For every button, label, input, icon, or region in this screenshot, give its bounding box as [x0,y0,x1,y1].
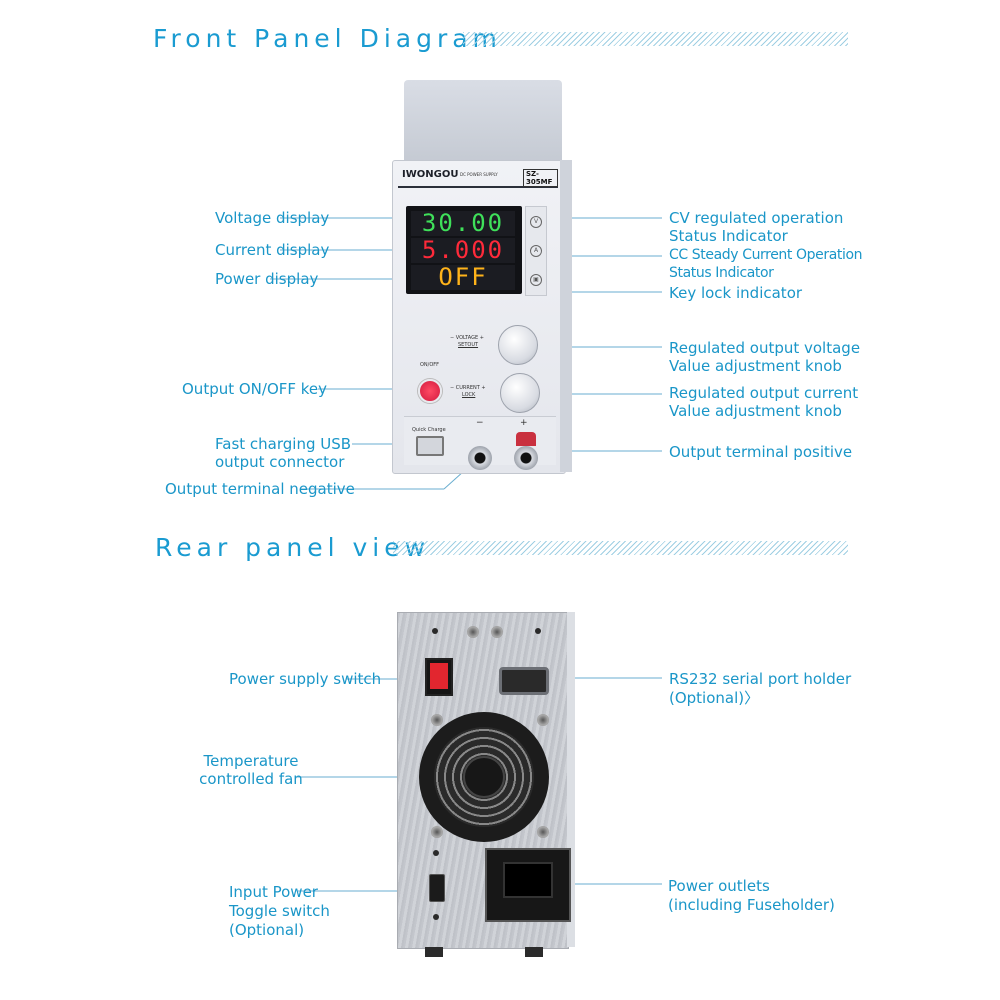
rocker-face [430,663,448,689]
screw-icon [537,826,549,838]
cv-indicator-icon: V [530,216,542,228]
label-key-lock: Key lock indicator [669,284,803,302]
label-current-knob-line2: Value adjustment knob [669,402,842,420]
label-voltage-knob-line2: Value adjustment knob [669,357,842,375]
label-terminal-positive: Output terminal positive [669,443,853,461]
digital-display: 30.00 5.000 OFF [406,206,522,294]
label-power-supply-switch: Power supply switch [229,670,382,688]
screw-icon [467,626,479,638]
label-voltage-knob-line1: Regulated output voltage [669,339,861,357]
label-rs232: RS232 serial port holder (Optional)〉 [669,670,851,708]
brand-subtitle: DC POWER SUPPLY [460,172,498,177]
label-toggle-line3: (Optional) [229,921,305,939]
screw-icon [535,628,541,634]
usb-port[interactable] [416,436,444,456]
screw-icon [431,826,443,838]
label-cc-line2: Status Indicator [669,265,774,281]
label-usb-line2: output connector [215,453,345,471]
title-hatch [463,32,848,46]
rear-panel-title: Rear panel view [155,533,431,562]
voltage-readout: 30.00 [411,211,515,236]
screw-icon [433,850,439,856]
label-current-knob-line1: Regulated output current [669,384,859,402]
label-output-onoff-key: Output ON/OFF key [182,380,328,398]
label-power-outlets: Power outlets (including Fuseholder) [668,877,835,915]
rear-side [567,612,575,947]
label-cv-indicator: CV regulated operation Status Indicator [669,209,843,245]
label-usb-connector: Fast charging USB output connector [215,435,351,471]
device-side [560,160,572,472]
front-panel-title: Front Panel Diagram [153,24,502,53]
label-outlets-line1: Power outlets [668,877,770,895]
label-usb-line1: Fast charging USB [215,435,352,453]
label-current-knob: Regulated output current Value adjustmen… [669,384,858,420]
title-hatch [393,541,848,555]
label-input-toggle: Input Power Toggle switch (Optional) [229,883,330,940]
device-foot [525,947,543,957]
input-power-toggle[interactable] [429,874,445,902]
fan-icon [419,712,549,842]
brand-bar: IWONGOU DC POWER SUPPLY SZ-305MF [398,166,558,188]
lock-indicator-icon: ▣ [530,274,542,286]
label-current-display: Current display [215,241,330,259]
rear-panel-device [397,612,577,957]
label-toggle-line2: Toggle switch [229,902,330,920]
negative-terminal[interactable] [468,446,492,470]
rs232-port[interactable] [499,667,549,695]
iec-socket[interactable] [503,862,553,898]
cc-indicator-icon: A [530,245,542,257]
voltage-control-label: − VOLTAGE + [450,335,484,341]
label-rs232-line2: (Optional)〉 [669,689,760,707]
power-rocker-switch[interactable] [425,658,453,696]
lock-label: LOCK [462,392,476,398]
front-panel-device: IWONGOU DC POWER SUPPLY SZ-305MF 30.00 5… [392,80,572,476]
label-rs232-line1: RS232 serial port holder [669,670,852,688]
label-fan-line2: controlled fan [199,770,303,788]
brand-logo: IWONGOU [402,169,459,180]
minus-sign: − [476,418,484,428]
screw-icon [431,714,443,726]
current-knob[interactable] [500,373,540,413]
label-terminal-negative: Output terminal negative [165,480,355,498]
label-voltage-knob: Regulated output voltage Value adjustmen… [669,339,860,375]
label-cv-line1: CV regulated operation [669,209,844,227]
label-cv-line2: Status Indicator [669,227,788,245]
label-fan-line1: Temperature [203,752,299,770]
voltage-knob[interactable] [498,325,538,365]
screw-icon [491,626,503,638]
label-cc-indicator: CC Steady Current Operation Status Indic… [669,246,863,282]
fan-hub [463,756,505,798]
positive-terminal-collar [516,432,536,446]
power-outlet-plate [485,848,571,922]
model-badge: SZ-305MF [523,169,558,187]
positive-terminal[interactable] [514,446,538,470]
quick-charge-label: Quick Charge [412,427,446,433]
current-control-label: − CURRENT + [450,385,486,391]
device-top-cover [404,80,562,162]
plus-sign: + [520,418,528,428]
device-foot [425,947,443,957]
current-readout: 5.000 [411,238,515,263]
power-readout: OFF [411,265,515,290]
screw-icon [432,628,438,634]
output-onoff-button[interactable] [418,379,442,403]
screw-icon [433,914,439,920]
label-outlets-line2: (including Fuseholder) [668,896,835,914]
setout-label: SETOUT [458,342,479,348]
onoff-label: ON/OFF [420,362,440,368]
screw-icon [537,714,549,726]
label-voltage-display: Voltage display [215,209,330,227]
label-toggle-line1: Input Power [229,883,318,901]
label-fan: Temperature controlled fan [199,752,303,788]
label-cc-line1: CC Steady Current Operation [669,247,863,263]
label-power-display: Power display [215,270,319,288]
indicator-column: V A ▣ [525,206,547,296]
